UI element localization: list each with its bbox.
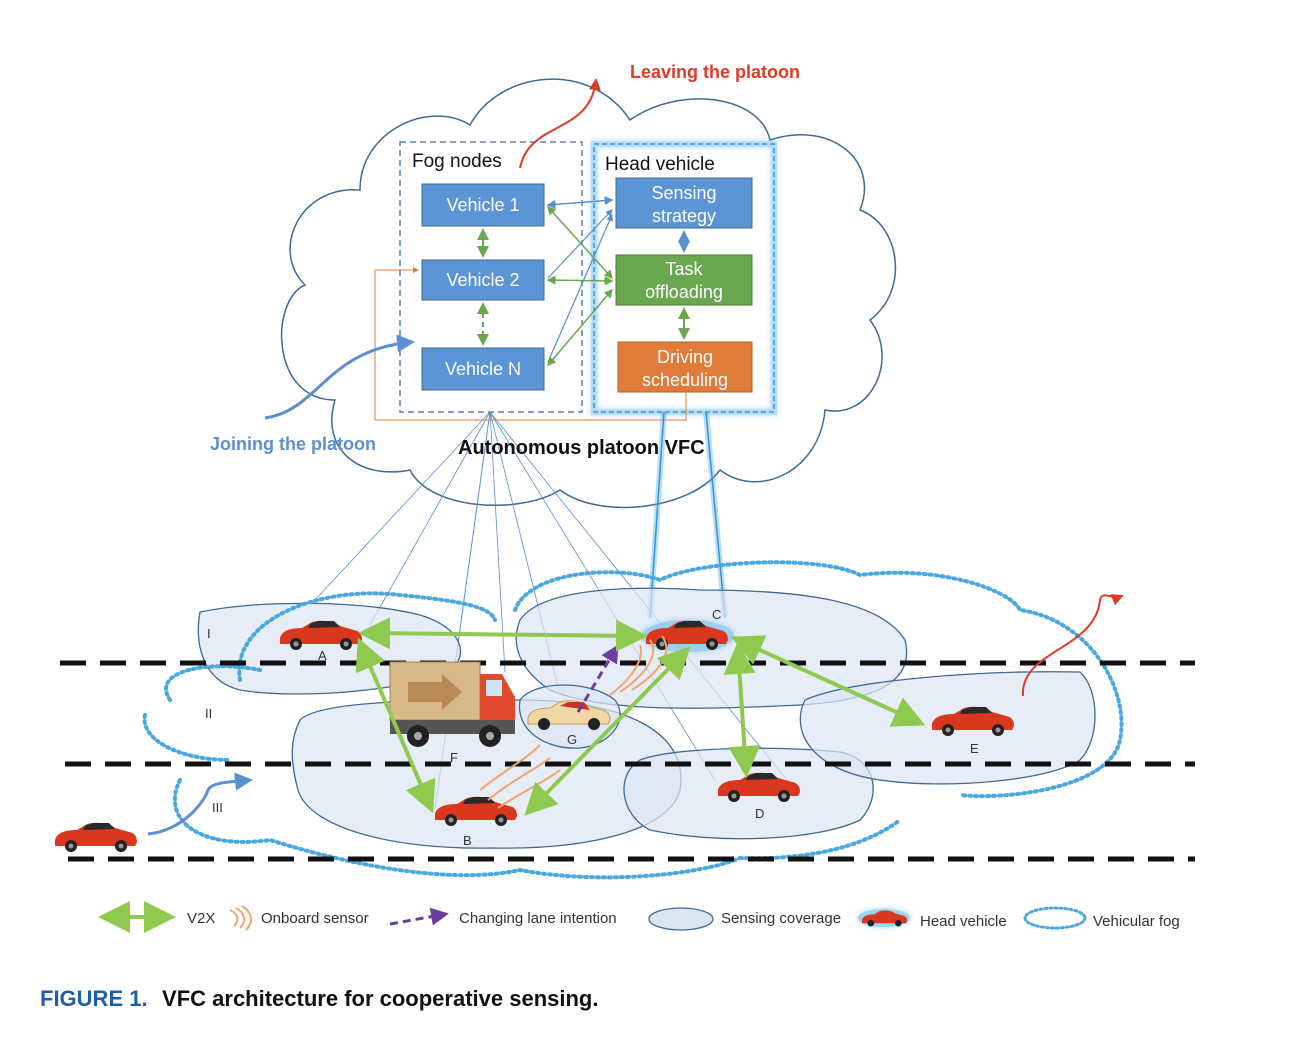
car-c-head-vehicle xyxy=(642,620,734,652)
fog-head-links xyxy=(546,196,614,367)
sensing-strategy-label-2: strategy xyxy=(652,206,716,226)
legend-coverage-icon xyxy=(648,907,714,931)
driving-scheduling-label-2: scheduling xyxy=(642,370,728,390)
label-e: E xyxy=(970,741,979,756)
legend-vehicular-fog-icon xyxy=(1023,906,1087,930)
vehicle-2-label: Vehicle 2 xyxy=(446,270,519,290)
legend-vehicular-fog-label: Vehicular fog xyxy=(1093,913,1180,930)
label-fog-ii: II xyxy=(205,706,212,721)
car-joining xyxy=(55,822,137,852)
joining-label: Joining the platoon xyxy=(210,434,376,454)
vehicle-n-box xyxy=(421,347,545,391)
leaving-arrow xyxy=(519,78,601,169)
legend-head-vehicle-icon xyxy=(858,909,910,927)
label-g: G xyxy=(567,732,577,747)
head-vehicle-group: Head vehicle Sensing strategy Task offlo… xyxy=(591,141,777,415)
legend-v2x-label: V2X xyxy=(187,910,215,927)
vehicle-2-box xyxy=(421,259,545,301)
label-d: D xyxy=(755,806,764,821)
label-a: A xyxy=(318,648,327,663)
label-fog-i: I xyxy=(207,626,211,641)
label-f: F xyxy=(450,750,458,765)
figure-caption: FIGURE 1. VFC architecture for cooperati… xyxy=(40,986,599,1011)
legend-lane-change-label: Changing lane intention xyxy=(459,910,617,927)
legend-sensor-icon xyxy=(229,905,252,931)
sensing-strategy-label-1: Sensing xyxy=(651,183,716,203)
vehicle-n-label: Vehicle N xyxy=(445,359,521,379)
label-c: C xyxy=(712,607,721,622)
road-leaving-arrow xyxy=(1021,594,1124,697)
figure-number: FIGURE 1. xyxy=(40,986,148,1011)
task-offloading-label-1: Task xyxy=(665,259,703,279)
legend-head-vehicle-label: Head vehicle xyxy=(920,913,1007,930)
task-offloading-label-2: offloading xyxy=(645,282,723,302)
legend: V2X Onboard sensor Changing lane intenti… xyxy=(98,901,1180,933)
road-joining-arrow xyxy=(147,772,253,836)
scheduling-feedback-line xyxy=(374,267,687,421)
head-vehicle-beam xyxy=(647,411,728,619)
vehicle-1-box xyxy=(421,183,545,227)
legend-coverage-label: Sensing coverage xyxy=(721,910,841,927)
label-fog-iii: III xyxy=(212,800,223,815)
figure-caption-text: VFC architecture for cooperative sensing… xyxy=(162,986,598,1011)
sensing-strategy-box xyxy=(615,177,753,229)
v2x-links xyxy=(355,617,926,816)
head-vehicle-label: Head vehicle xyxy=(605,154,715,175)
fog-nodes-label: Fog nodes xyxy=(412,151,502,172)
legend-lane-change-icon xyxy=(389,907,449,926)
driving-scheduling-box xyxy=(617,341,753,393)
legend-sensor-label: Onboard sensor xyxy=(261,910,369,927)
driving-scheduling-label-1: Driving xyxy=(657,347,713,367)
cloud-title: Autonomous platoon VFC xyxy=(458,437,705,459)
leaving-label: Leaving the platoon xyxy=(630,62,800,82)
task-offloading-box xyxy=(615,254,753,306)
fog-nodes-group: Fog nodes Vehicle 1 Vehicle 2 Vehicle N xyxy=(399,141,583,413)
vehicle-1-label: Vehicle 1 xyxy=(446,195,519,215)
joining-arrow xyxy=(264,334,415,420)
label-b: B xyxy=(463,833,472,848)
